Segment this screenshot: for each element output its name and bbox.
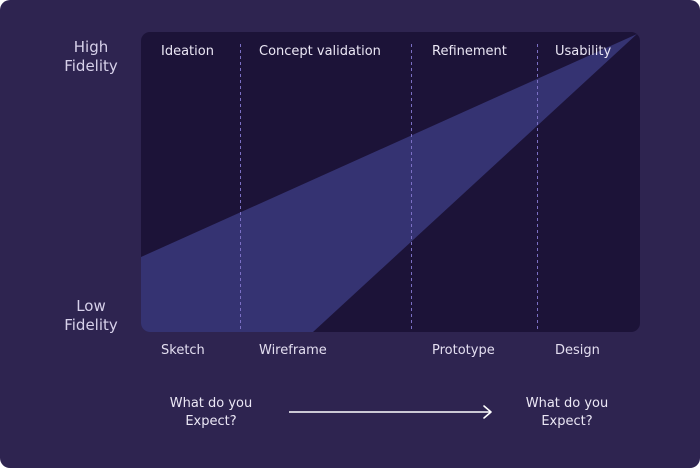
stage-refinement: Refinement [432,44,507,59]
low-fidelity-label-line2: Fidelity [64,316,118,334]
fidelity-panel [141,32,640,332]
tool-prototype: Prototype [432,343,495,358]
fidelity-band [141,34,637,332]
tool-design: Design [555,343,600,358]
expect-right-label: What do you Expect? [507,395,627,431]
expect-left-line1: What do you [169,396,253,411]
high-fidelity-label: High Fidelity [46,38,136,76]
high-fidelity-label-line2: Fidelity [64,57,118,75]
expect-left-line2: Expect? [185,414,237,429]
right-arrow-icon [289,405,492,419]
expect-right-line2: Expect? [541,414,593,429]
stage-concept-validation: Concept validation [259,44,381,59]
low-fidelity-label: Low Fidelity [46,297,136,335]
expect-left-label: What do you Expect? [151,395,271,431]
tool-wireframe: Wireframe [259,343,327,358]
stage-ideation: Ideation [161,44,214,59]
tool-sketch: Sketch [161,343,205,358]
expect-right-line1: What do you [525,396,609,411]
low-fidelity-label-line1: Low [76,297,106,315]
stage-usability: Usability [555,44,612,59]
high-fidelity-label-line1: High [73,38,109,56]
